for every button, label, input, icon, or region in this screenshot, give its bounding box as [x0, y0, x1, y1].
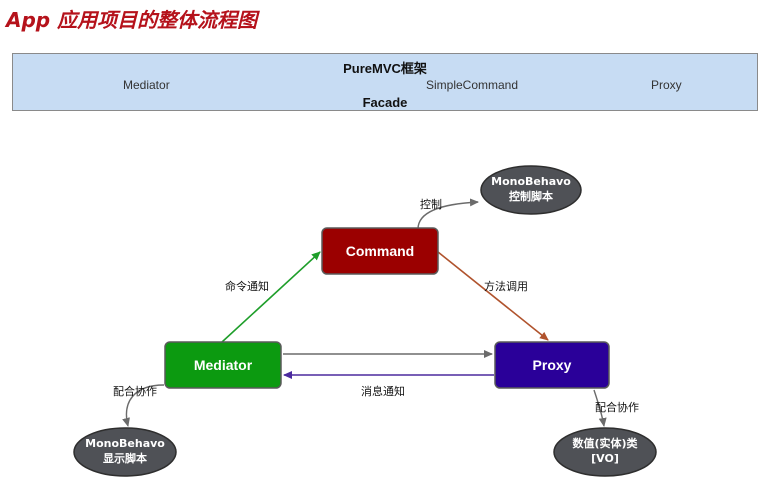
edge-mediator-to-command: [221, 251, 321, 343]
label-method-call: 方法调用: [484, 279, 528, 293]
command-label: Command: [346, 243, 414, 259]
control-script-oval: MonoBehavo 控制脚本: [480, 165, 582, 215]
display-script-oval: MonoBehavo 显示脚本: [73, 427, 177, 477]
page-title: App 应用项目的整体流程图: [6, 8, 258, 32]
control-script-line1: MonoBehavo: [491, 175, 571, 188]
command-node: Command: [321, 227, 439, 275]
display-script-line1: MonoBehavo: [85, 437, 165, 450]
framework-item-simplecommand: SimpleCommand: [426, 78, 519, 92]
framework-panel: PureMVC框架 Mediator SimpleCommand Proxy F…: [12, 53, 758, 111]
label-cooperate-right: 配合协作: [595, 400, 639, 414]
label-cooperate-left: 配合协作: [113, 384, 157, 398]
value-object-line1: 数值(实体)类: [572, 436, 638, 450]
framework-facade: Facade: [362, 95, 408, 110]
edge-command-to-proxy: [437, 251, 549, 341]
framework-item-mediator: Mediator: [123, 78, 170, 92]
label-control: 控制: [420, 197, 442, 211]
mediator-node: Mediator: [164, 341, 282, 389]
value-object-oval: 数值(实体)类 [VO]: [553, 427, 657, 477]
framework-item-proxy: Proxy: [651, 78, 682, 92]
proxy-node: Proxy: [494, 341, 610, 389]
edge-proxy-to-vo: [593, 389, 607, 427]
label-message-notify: 消息通知: [361, 384, 405, 398]
control-script-line2: 控制脚本: [509, 189, 553, 203]
mediator-label: Mediator: [194, 357, 253, 373]
edge-mediator-to-display-script: [122, 384, 165, 427]
edge-command-to-control-script: [417, 198, 479, 230]
proxy-label: Proxy: [533, 357, 572, 373]
display-script-line2: 显示脚本: [103, 451, 147, 465]
value-object-line2: [VO]: [591, 452, 619, 465]
framework-title: PureMVC框架: [343, 61, 427, 76]
label-notify-command: 命令通知: [225, 279, 269, 293]
